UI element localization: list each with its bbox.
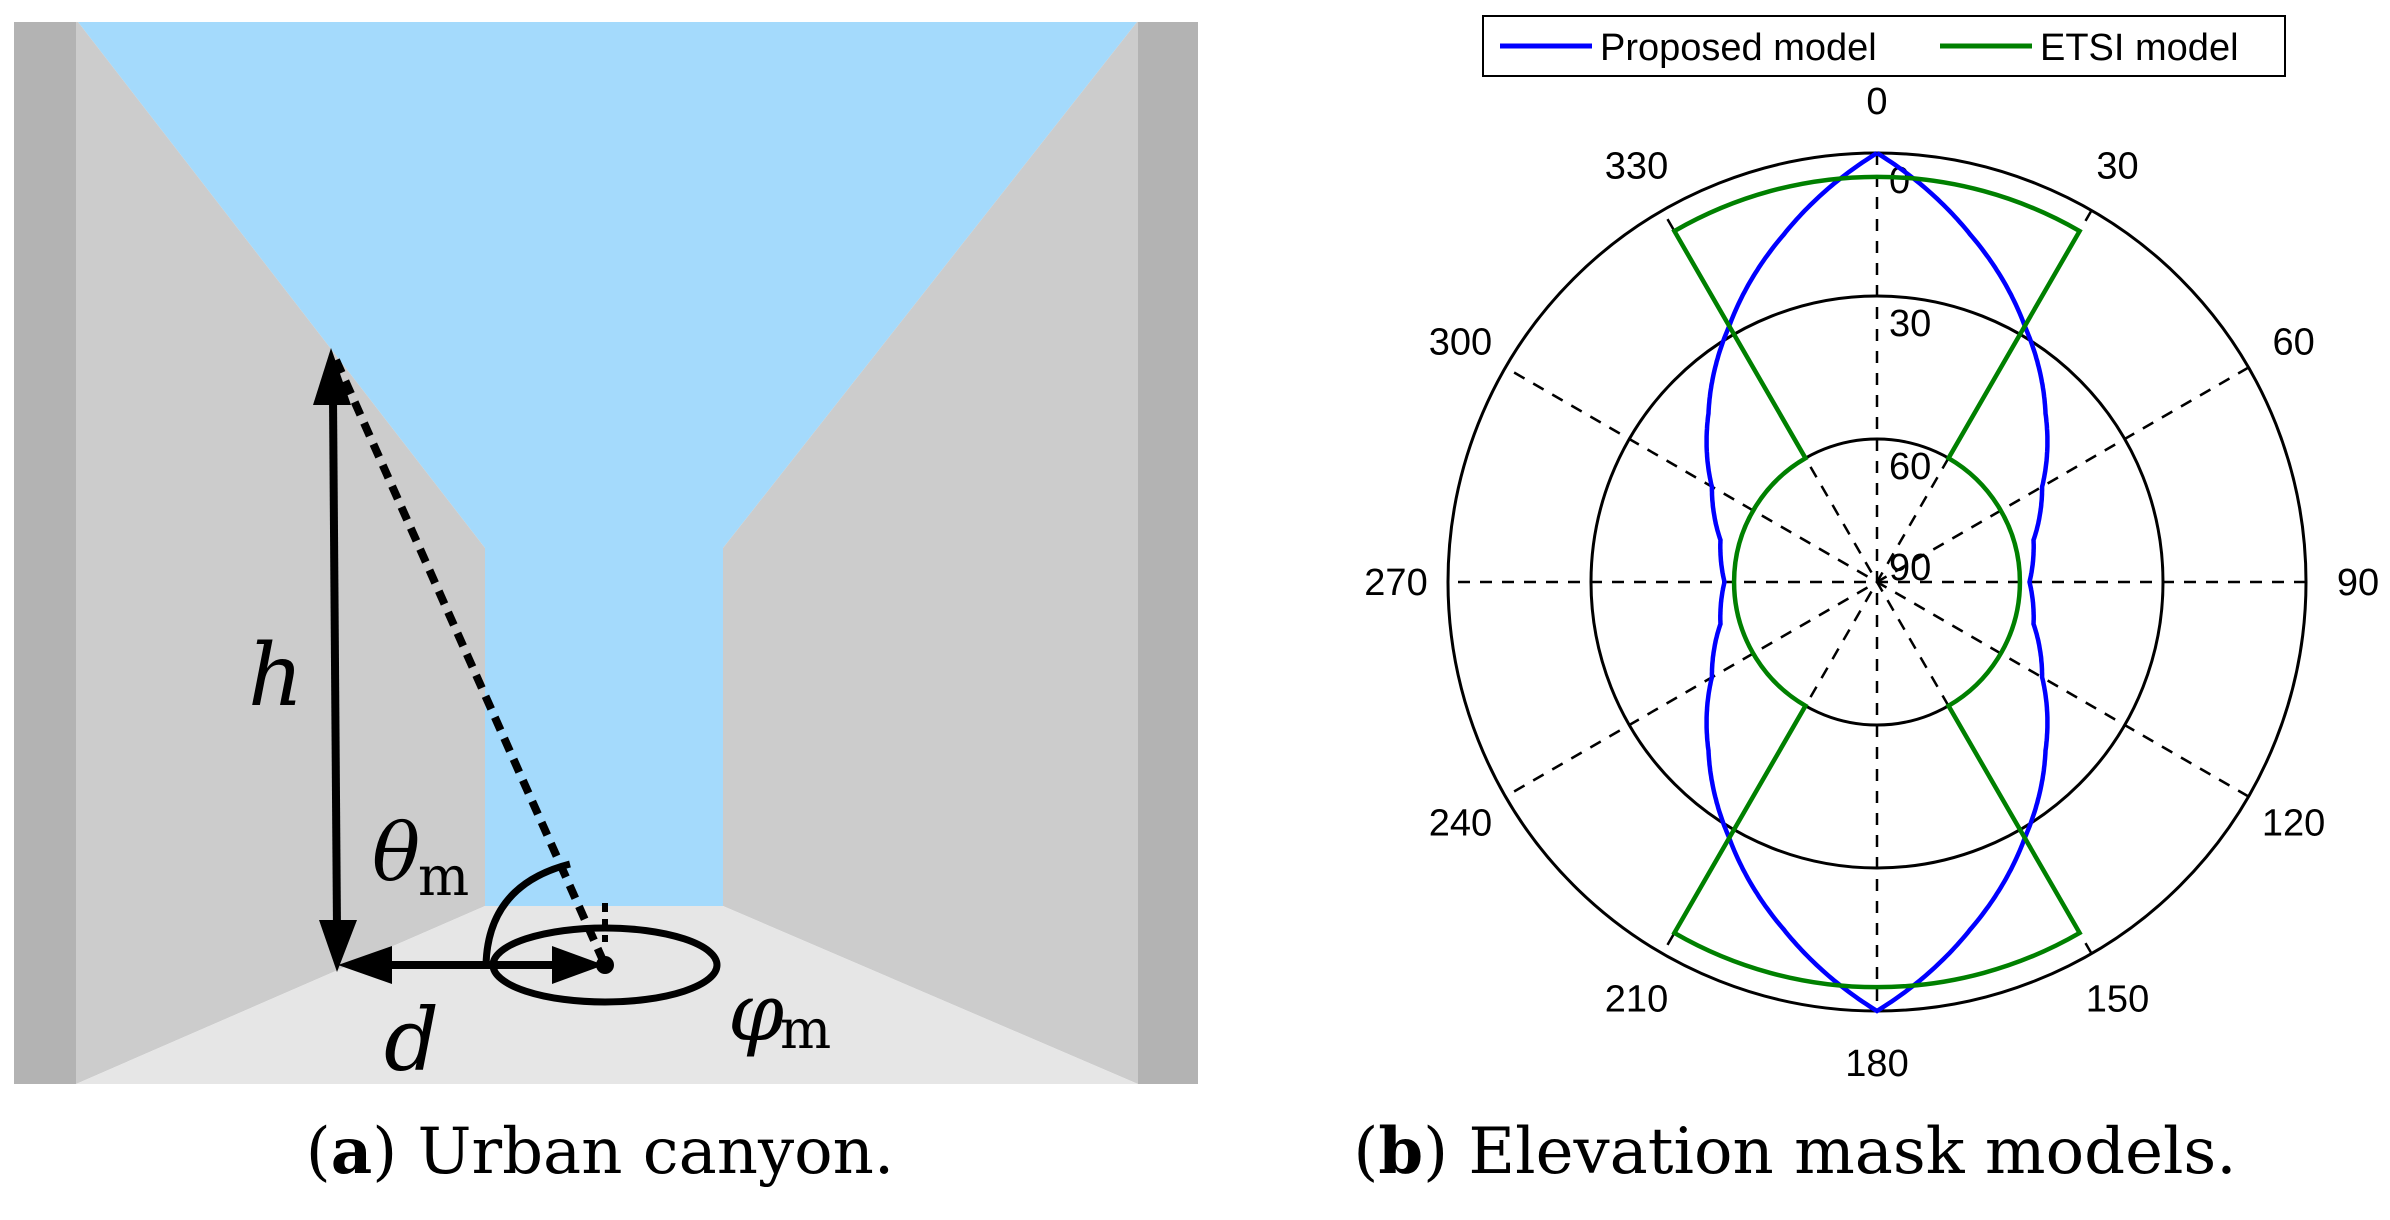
caption-a: (a) Urban canyon. [0, 1112, 1200, 1192]
elevation-label: θ [372, 806, 420, 899]
caption-a-letter: a [330, 1114, 373, 1189]
angle-tick-labels: 0 30 60 90 120 150 180 210 240 270 300 3… [1364, 81, 2379, 1085]
elevation-mask-polar-plot: Proposed model ETSI model 0 30 60 90 120… [1364, 15, 2379, 1085]
angle-tick-90: 90 [2337, 562, 2379, 604]
caption-b: (b) Elevation mask models. [1200, 1112, 2390, 1192]
series-proposed-model [1704, 151, 2050, 1014]
legend-label-proposed: Proposed model [1600, 27, 1877, 69]
angle-tick-240: 240 [1429, 803, 1492, 845]
radial-tick-90: 90 [1889, 547, 1931, 589]
caption-b-text: Elevation mask models. [1468, 1115, 2237, 1189]
polar-grid [1446, 151, 2308, 1013]
height-arrow-head-top [313, 348, 351, 405]
ground [76, 906, 1138, 1084]
legend-box [1482, 15, 2286, 77]
right-wall-edge [1138, 22, 1198, 1084]
left-wall-edge [14, 22, 76, 1084]
distance-arrow-head-left [338, 946, 392, 984]
height-arrow-head-bottom [319, 920, 357, 972]
urban-canyon-diagram: h d θ m φ m [14, 22, 1198, 1090]
radial-tick-30: 30 [1889, 303, 1931, 345]
elevation-arc [482, 860, 571, 966]
angle-tick-300: 300 [1429, 322, 1492, 364]
height-arrow [329, 397, 341, 931]
caption-a-letter-wrap: (a) [305, 1114, 398, 1189]
radial-tick-60: 60 [1889, 446, 1931, 488]
caption-b-letter-wrap: (b) [1353, 1114, 1449, 1189]
height-label: h [248, 626, 303, 726]
line-of-sight [332, 358, 609, 967]
distance-label: d [384, 991, 439, 1090]
caption-b-letter: b [1378, 1114, 1424, 1189]
right-wall [723, 22, 1138, 1084]
angle-tick-180: 180 [1845, 1043, 1908, 1085]
elevation-label-subscript: m [418, 845, 469, 908]
caption-a-text: Urban canyon. [417, 1115, 895, 1189]
angle-tick-30: 30 [2096, 145, 2138, 187]
legend-label-etsi: ETSI model [2040, 27, 2239, 69]
angle-tick-120: 120 [2262, 803, 2325, 845]
angle-tick-270: 270 [1364, 562, 1427, 604]
distance-arrow-head-right [552, 946, 604, 984]
azimuth-label: φ [728, 966, 784, 1059]
sky [78, 22, 1137, 906]
azimuth-label-subscript: m [780, 998, 831, 1061]
left-wall [76, 22, 485, 1084]
angle-tick-210: 210 [1605, 979, 1668, 1021]
receiver-point [596, 956, 614, 974]
legend: Proposed model ETSI model [1482, 15, 2286, 77]
angle-tick-330: 330 [1605, 145, 1668, 187]
angle-tick-0: 0 [1866, 81, 1887, 123]
angle-tick-150: 150 [2086, 979, 2149, 1021]
angle-tick-60: 60 [2272, 322, 2314, 364]
series-etsi-model [1671, 174, 2083, 990]
